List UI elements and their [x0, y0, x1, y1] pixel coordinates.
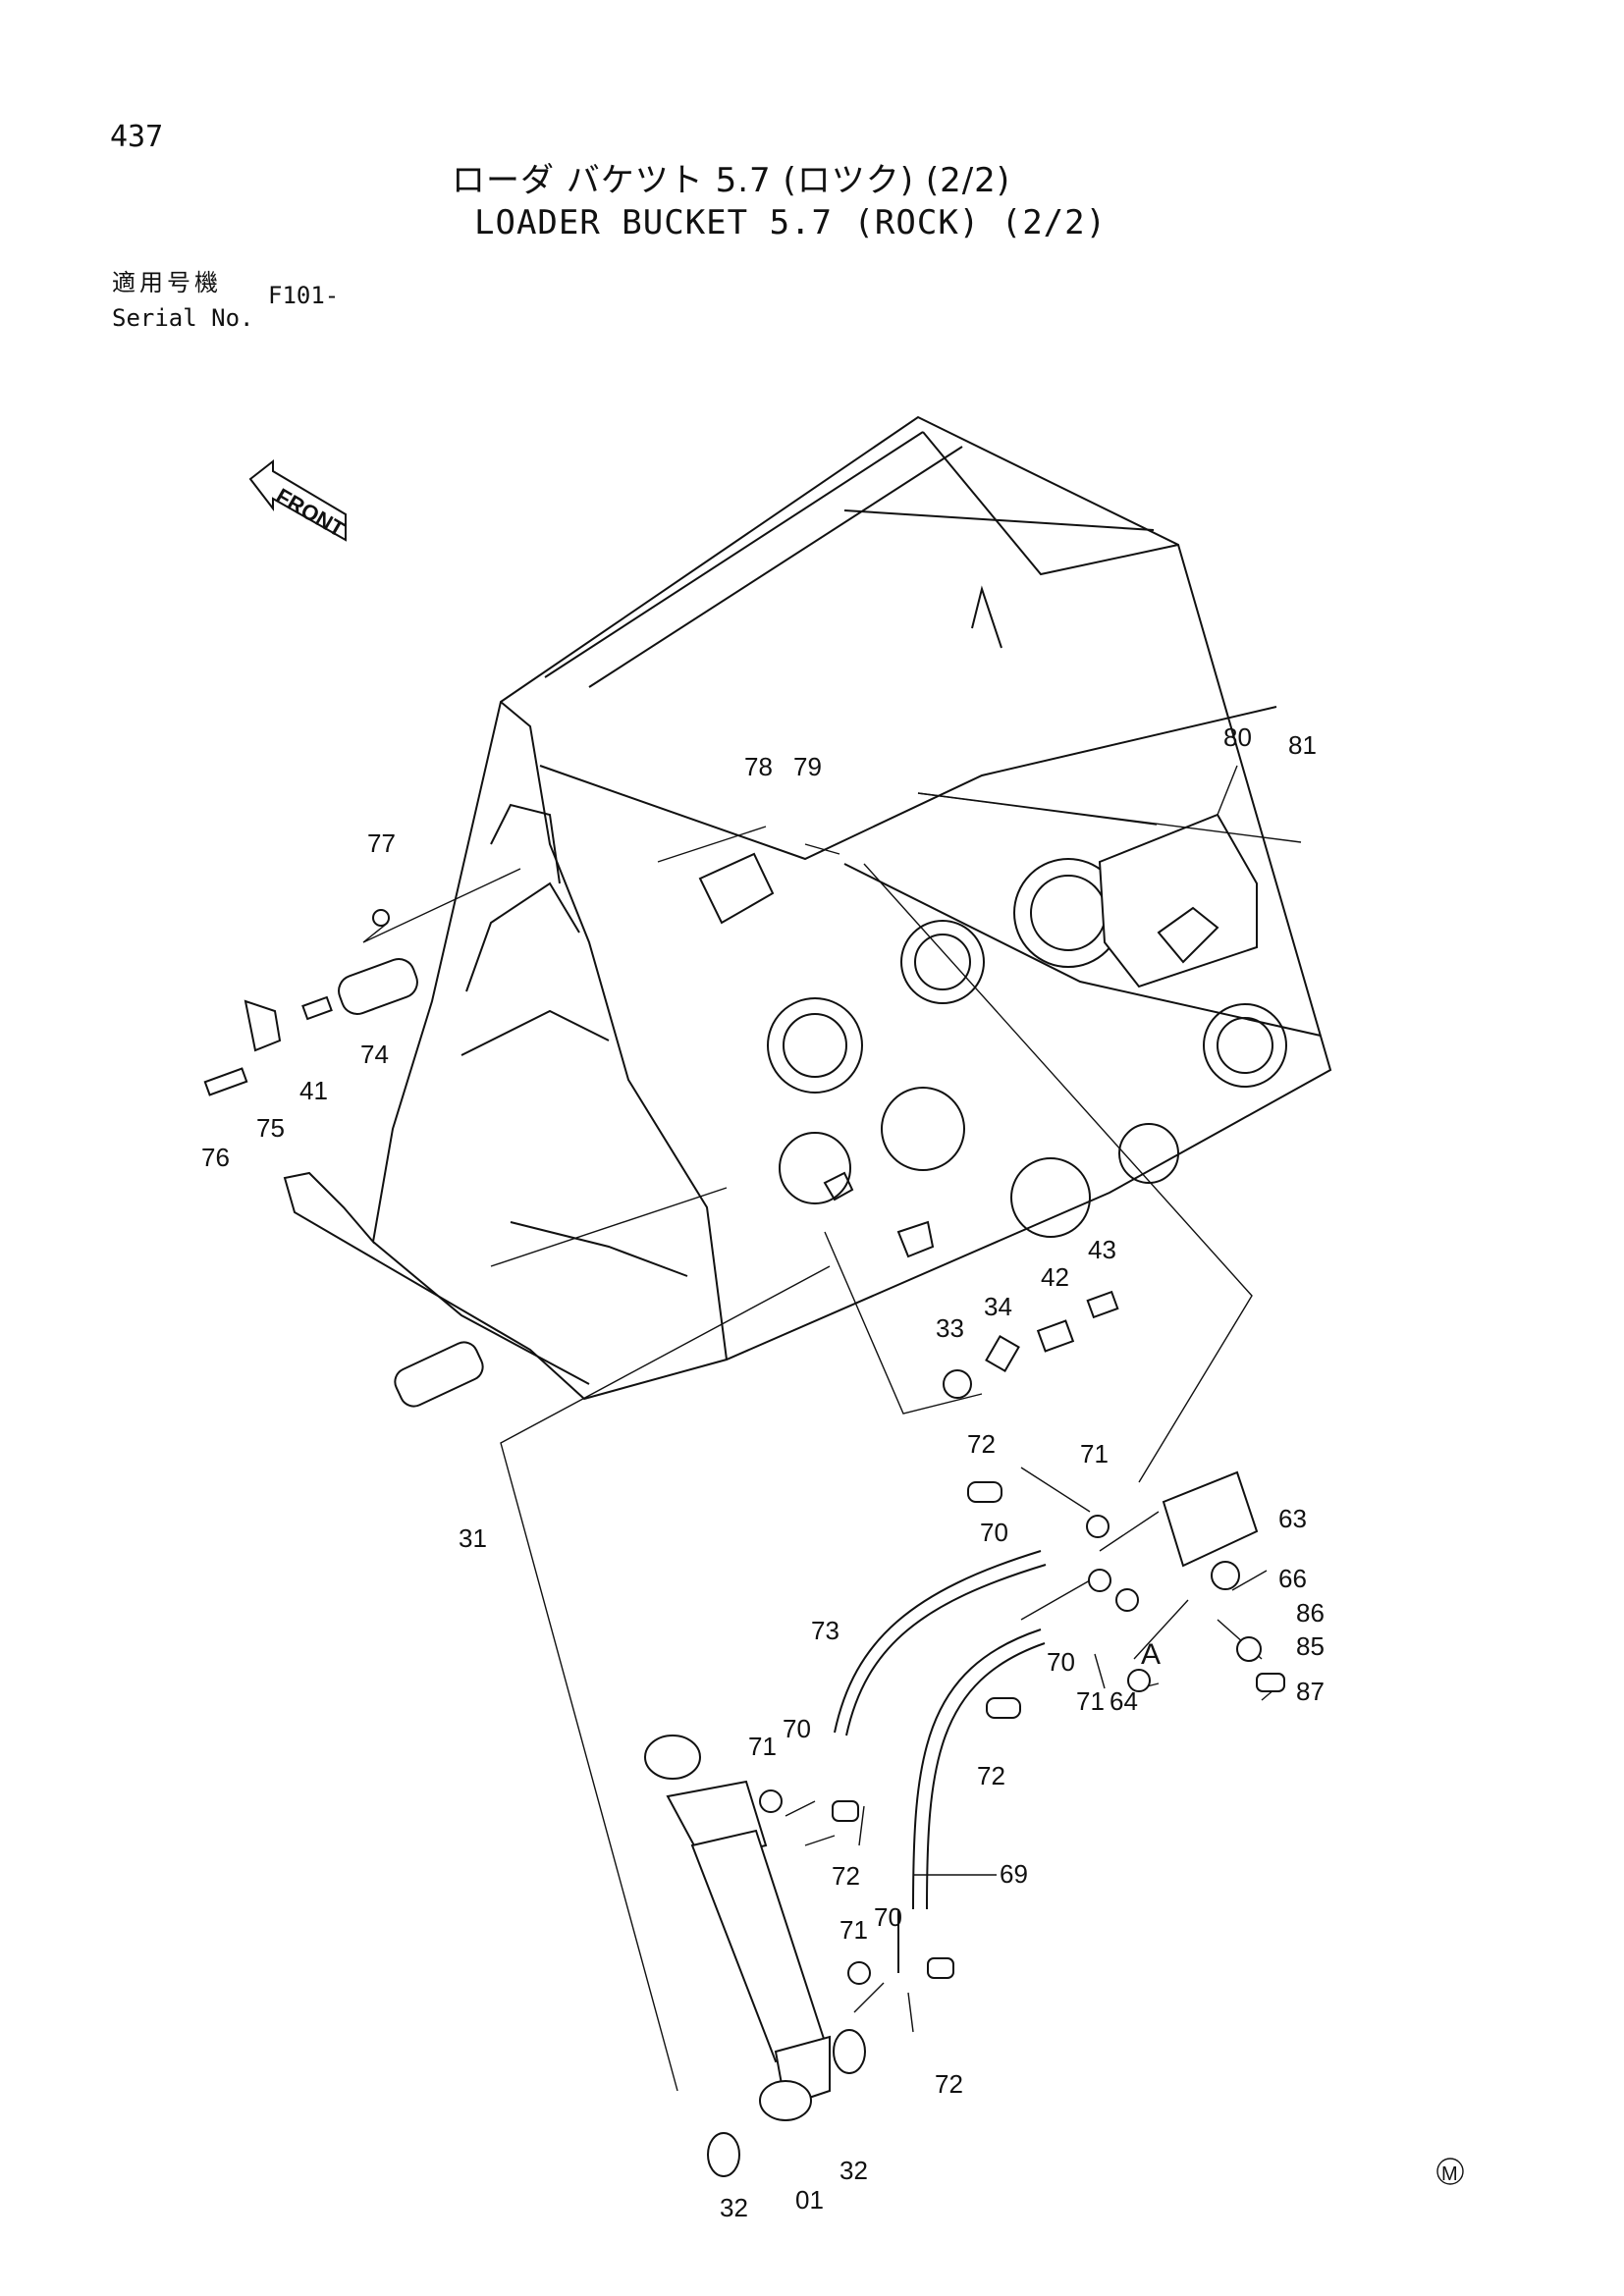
serial-value: F101-: [268, 282, 340, 309]
callout-labels: 77 78 79 80 81 74 41 75 76 31 33 34 42 4…: [201, 722, 1325, 2222]
callout-72: 72: [977, 1761, 1005, 1790]
callout-72: 72: [832, 1861, 860, 1891]
front-arrow-icon: FRONT: [248, 458, 350, 542]
callout-76: 76: [201, 1143, 230, 1172]
callout-77: 77: [367, 828, 396, 858]
cover-plate-78: [698, 852, 775, 925]
serial-label-english: Serial No.: [112, 304, 254, 332]
small-parts: [203, 909, 1285, 2177]
view-label-a: A: [1141, 1638, 1161, 1671]
callout-70: 70: [874, 1902, 902, 1932]
callout-34: 34: [984, 1292, 1012, 1321]
callout-79: 79: [793, 752, 822, 781]
callout-85: 85: [1296, 1631, 1325, 1661]
page-number: 437: [110, 120, 164, 154]
callout-81: 81: [1288, 730, 1317, 760]
callout-66: 66: [1278, 1564, 1307, 1593]
callout-71: 71: [1076, 1686, 1105, 1716]
callout-63: 63: [1278, 1504, 1307, 1533]
callout-01: 01: [795, 2185, 824, 2215]
callout-80: 80: [1223, 722, 1252, 752]
callout-71: 71: [1080, 1439, 1109, 1468]
hoses: [834, 1550, 1047, 1973]
callout-64: 64: [1110, 1686, 1138, 1716]
callout-70: 70: [980, 1518, 1008, 1547]
hydraulic-cylinder: [644, 1735, 831, 2121]
callout-31: 31: [459, 1523, 487, 1553]
callout-74: 74: [360, 1040, 389, 1069]
front-label: FRONT: [272, 483, 350, 542]
callout-72: 72: [967, 1429, 996, 1459]
bucket-body: [283, 415, 1332, 1401]
callout-32: 32: [720, 2193, 748, 2222]
callout-42: 42: [1041, 1262, 1069, 1292]
m-mark-icon: M: [1436, 2158, 1464, 2185]
callout-71: 71: [748, 1732, 777, 1761]
callout-86: 86: [1296, 1598, 1325, 1628]
callout-33: 33: [936, 1313, 964, 1343]
callout-43: 43: [1088, 1235, 1116, 1264]
callout-70: 70: [783, 1714, 811, 1743]
title-english: LOADER BUCKET 5.7 (ROCK) (2/2): [474, 203, 1108, 242]
callout-72: 72: [935, 2069, 963, 2099]
serial-label-japanese: 適用号機: [112, 269, 222, 296]
callout-32: 32: [839, 2156, 868, 2185]
callout-41: 41: [299, 1076, 328, 1105]
callout-87: 87: [1296, 1677, 1325, 1706]
callout-75: 75: [256, 1113, 285, 1143]
callout-73: 73: [811, 1616, 839, 1645]
callout-78: 78: [744, 752, 773, 781]
cover-plate-80: [1098, 813, 1258, 988]
callout-69: 69: [1000, 1859, 1028, 1889]
callout-70: 70: [1047, 1647, 1075, 1677]
title-japanese: ローダ バケツト 5.7 (ロツク) (2/2): [452, 161, 1011, 200]
svg-text:M: M: [1441, 2163, 1458, 2185]
callout-71: 71: [839, 1915, 868, 1945]
